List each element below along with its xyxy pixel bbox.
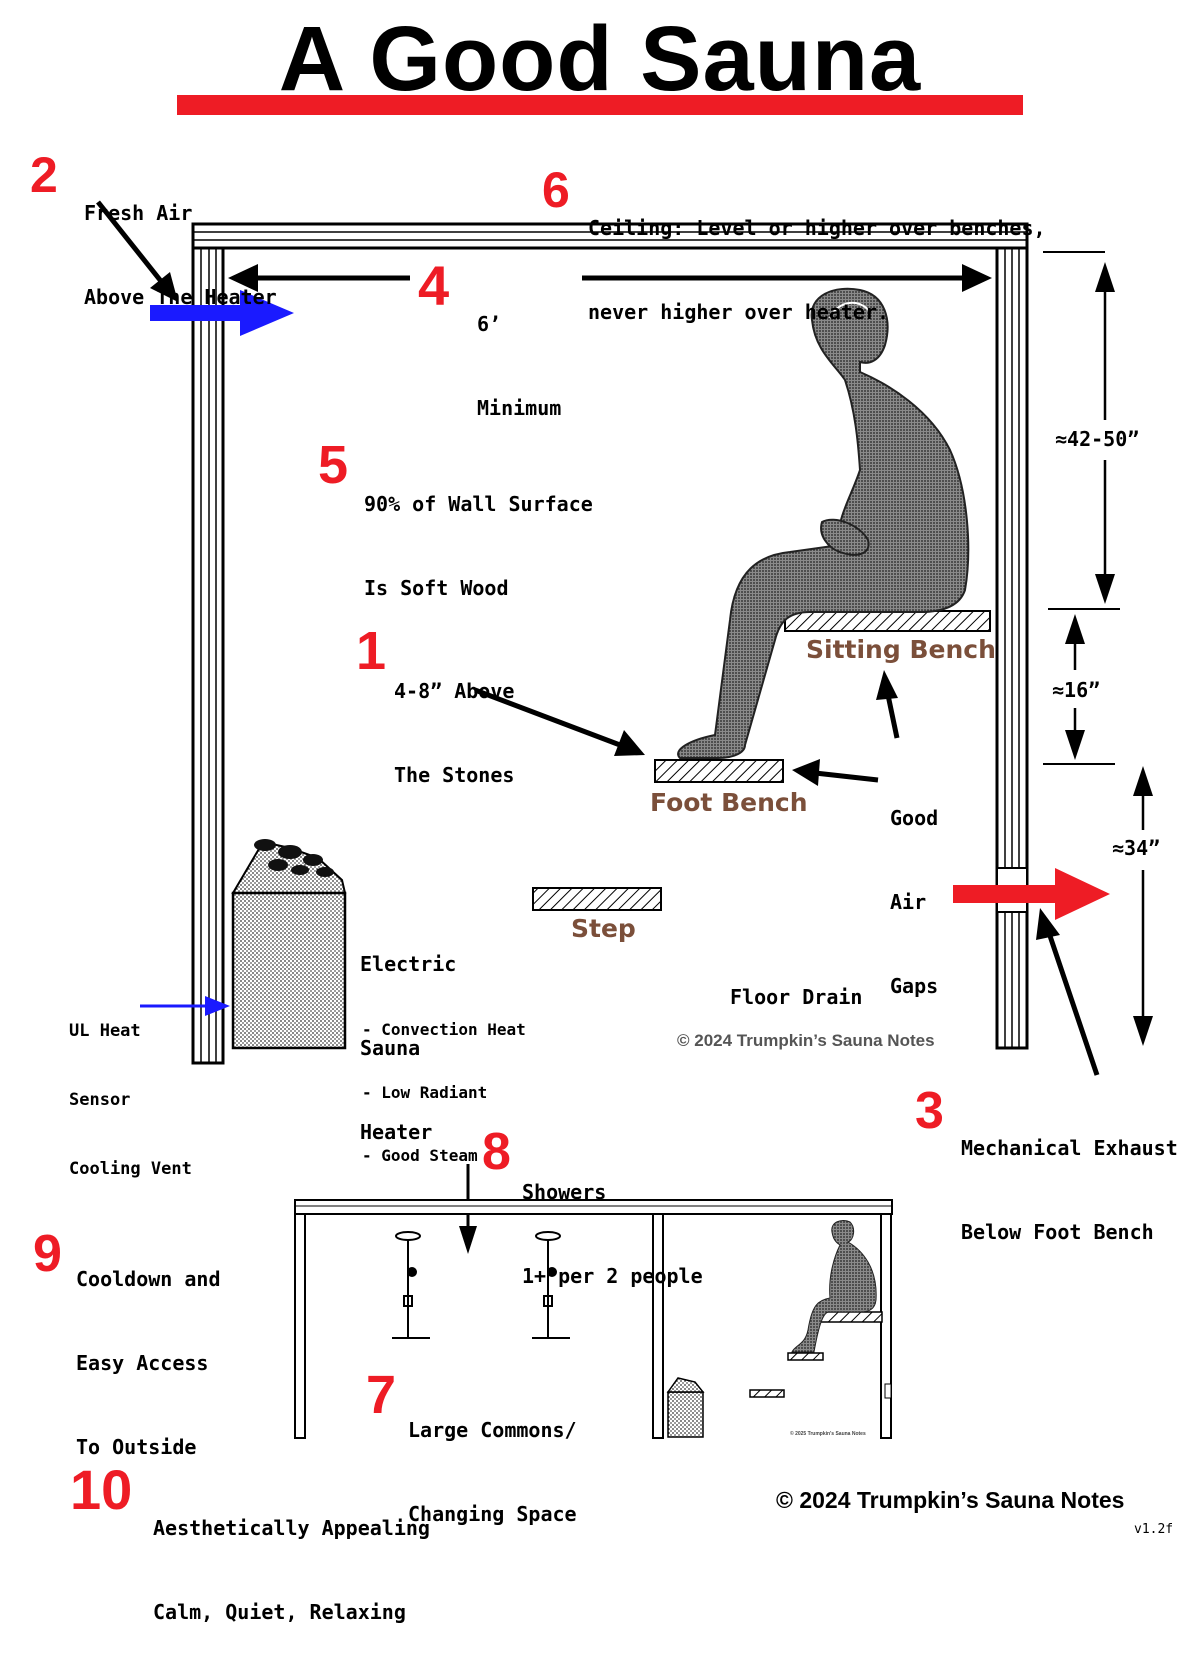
note-9-number: 9 — [33, 1225, 62, 1283]
note-7-line2: Changing Space — [408, 1502, 577, 1526]
air-gaps-label: Good Air Gaps — [890, 748, 938, 1028]
heater-line1: Electric — [360, 952, 457, 976]
sitting-bench-label: Sitting Bench — [806, 635, 996, 664]
heater-feature-3: - Good Steam — [362, 1146, 478, 1165]
title-underline — [177, 95, 1023, 115]
note-5-text: 90% of Wall Surface Is Soft Wood — [364, 434, 593, 630]
note-6-line1: Ceiling: Level or higher over benches, — [588, 216, 1046, 240]
fresh-air-arrow — [96, 200, 294, 336]
shower-arrow — [459, 1164, 477, 1254]
heater-features: - Convection Heat - Low Radiant - Good S… — [362, 977, 526, 1187]
note-1-line2: The Stones — [394, 763, 515, 787]
copyright-footer: © 2024 Trumpkin’s Sauna Notes — [776, 1487, 1125, 1513]
shower-fixture-right — [532, 1231, 570, 1339]
right-wall — [995, 246, 1029, 1050]
note-3-number: 3 — [915, 1082, 944, 1140]
sauna-diagram — [96, 200, 1153, 1439]
note-2-text: Fresh Air Above The Heater — [84, 143, 277, 339]
heater-line2: Sauna — [360, 1036, 421, 1060]
dimension-lower-label: ≈34” — [1112, 836, 1161, 860]
air-gaps-line1: Good — [890, 806, 939, 830]
note-7-text: Large Commons/ Changing Space — [408, 1360, 577, 1556]
note-3-line1: Mechanical Exhaust — [961, 1136, 1178, 1160]
air-gaps-line3: Gaps — [890, 974, 939, 998]
electric-heater-figure — [231, 839, 347, 1050]
note-8-line1: Showers — [522, 1180, 607, 1204]
foot-bench — [654, 759, 784, 783]
commons-building — [294, 1199, 893, 1439]
note-4-number: 4 — [418, 254, 450, 317]
floor-drain-label: Floor Drain — [730, 985, 863, 1009]
note-5-line2: Is Soft Wood — [364, 576, 509, 600]
note-10-text: Aesthetically Appealing Calm, Quiet, Rel… — [153, 1458, 430, 1654]
ul-sensor-line3: Cooling Vent — [69, 1159, 192, 1179]
air-gaps-line2: Air — [890, 890, 927, 914]
note-2-number: 2 — [30, 147, 58, 203]
note-9-line1: Cooldown and — [76, 1267, 221, 1291]
note-6-text: Ceiling: Level or higher over benches, n… — [588, 158, 1046, 354]
note-5-number: 5 — [318, 435, 349, 495]
note-3-text: Mechanical Exhaust Below Foot Bench — [961, 1078, 1178, 1274]
page-title: A Good Sauna — [278, 8, 922, 110]
dimension-lines — [1043, 251, 1153, 1046]
note-7-line1: Large Commons/ — [408, 1418, 577, 1442]
note-4-line1: 6’ — [477, 312, 502, 336]
heater-feature-2: - Low Radiant — [362, 1083, 488, 1102]
note-7-number: 7 — [366, 1365, 397, 1425]
note-9-text: Cooldown and Easy Access To Outside — [76, 1209, 221, 1489]
note-10-number: 10 — [70, 1458, 133, 1521]
step-bench — [532, 887, 662, 911]
note-8-number: 8 — [482, 1123, 511, 1181]
ul-sensor-line1: UL Heat — [69, 1021, 141, 1041]
note-2-line2: Above The Heater — [84, 285, 277, 309]
note-8-line2: 1+ per 2 people — [522, 1264, 703, 1288]
note-4-line2: Minimum — [477, 396, 562, 420]
dimension-middle-label: ≈16” — [1052, 678, 1101, 702]
sitting-bench — [784, 610, 991, 632]
shower-fixture-left — [392, 1231, 430, 1339]
note-6-line2: never higher over heater. — [588, 300, 890, 324]
note-8-text: Showers 1+ per 2 people — [522, 1122, 703, 1318]
width-arrow — [228, 264, 992, 292]
note-9-line2: Easy Access — [76, 1351, 209, 1375]
note-2-line1: Fresh Air — [84, 201, 193, 225]
note-1-number: 1 — [356, 621, 387, 681]
heater-line3: Heater — [360, 1120, 433, 1144]
ul-sensor-line2: Sensor — [69, 1090, 131, 1110]
left-wall — [191, 246, 225, 1065]
step-label: Step — [571, 914, 636, 943]
note-10-line2: Calm, Quiet, Relaxing — [153, 1600, 406, 1624]
note-6-number: 6 — [542, 162, 570, 218]
dimension-upper-label: ≈42-50” — [1055, 427, 1140, 451]
note-1-line1: 4-8” Above — [394, 679, 515, 703]
copyright-mini: © 2025 Trumpkin's Sauna Notes — [790, 1431, 866, 1437]
ul-sensor-label: UL Heat Sensor Cooling Vent — [69, 974, 192, 1204]
note-5-line1: 90% of Wall Surface — [364, 492, 593, 516]
foot-bench-label: Foot Bench — [650, 788, 808, 817]
note-1-text: 4-8” Above The Stones — [394, 621, 514, 817]
version-label: v1.2f — [1134, 1522, 1174, 1537]
seated-person-figure — [677, 287, 970, 759]
exhaust-arrow — [953, 868, 1110, 1076]
note-3-line2: Below Foot Bench — [961, 1220, 1154, 1244]
ceiling — [191, 222, 1029, 250]
note-9-line3: To Outside — [76, 1435, 197, 1459]
copyright-inner: © 2024 Trumpkin’s Sauna Notes — [677, 1031, 935, 1050]
heater-feature-1: - Convection Heat — [362, 1020, 526, 1039]
note-10-line1: Aesthetically Appealing — [153, 1516, 430, 1540]
note-4-text: 6’ Minimum — [477, 254, 561, 450]
mini-sauna-figure — [666, 1219, 892, 1438]
heater-label: Electric Sauna Heater — [360, 894, 456, 1174]
pointer-arrows — [140, 670, 900, 1016]
